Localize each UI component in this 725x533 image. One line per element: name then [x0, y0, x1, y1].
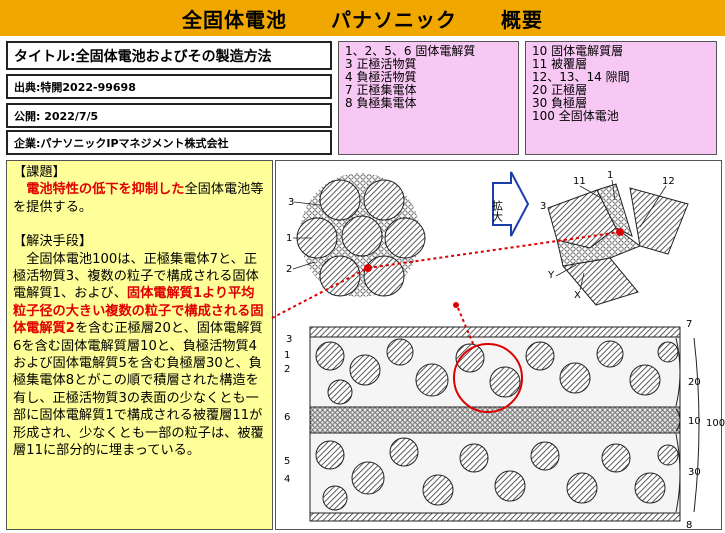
legend-item: 30 負極層 [532, 96, 588, 110]
expand-arrow: 拡大 [491, 171, 530, 237]
svg-text:拡大: 拡大 [491, 199, 504, 222]
solution-text-2: を含む正極層20と、固体電解質6を含む固体電解質層10と、負極活物質4および固体… [13, 321, 264, 459]
svg-text:2: 2 [284, 364, 290, 375]
svg-text:5: 5 [284, 456, 290, 467]
problem-text: 全固体電池等を提供する。 [13, 182, 264, 215]
legend-item: 3 正極活物質 [345, 57, 417, 71]
svg-text:100: 100 [706, 418, 725, 429]
patent-title: タイトル:全固体電池およびその製造方法 [6, 41, 332, 70]
legend-item: 8 負極集電体 [345, 96, 417, 110]
problem-body: 電池特性の低下を抑制した全固体電池等を提供する。 [13, 181, 266, 216]
highlight-circle [453, 343, 523, 413]
legend-item: 1、2、5、6 固体電解質 [345, 44, 476, 58]
svg-text:3: 3 [540, 201, 546, 212]
svg-text:30: 30 [688, 467, 701, 478]
title-company: パナソニック [331, 7, 457, 32]
svg-text:1: 1 [284, 350, 290, 361]
company-name: 企業:パナソニックIPマネジメント株式会社 [6, 130, 332, 155]
solution-text-1: 全固体電池100は、正極集電体7と、正極活物質3、複数の粒子で構成される固体電解… [13, 251, 259, 302]
solution-body: 全固体電池100は、正極集電体7と、正極活物質3、複数の粒子で構成される固体電解… [13, 251, 266, 460]
legend-item: 12、13、14 隙間 [532, 70, 630, 84]
svg-text:12: 12 [662, 176, 675, 187]
svg-text:20: 20 [688, 377, 701, 388]
legend-item: 7 正極集電体 [345, 83, 417, 97]
connector-arrows [271, 231, 621, 347]
svg-text:8: 8 [686, 520, 692, 531]
svg-text:1: 1 [607, 170, 613, 181]
particle-cluster-figure: 3 1 2 [286, 173, 426, 297]
legend-item: 20 正極層 [532, 83, 588, 97]
svg-text:6: 6 [284, 412, 290, 423]
problem-heading: 【課題】 [13, 165, 66, 180]
problem-highlight: 電池特性の低下を抑制した [26, 182, 185, 198]
cross-section-figure: 3 1 2 6 5 4 7 20 10 100 30 8 [284, 319, 725, 531]
title-suffix: 概要 [501, 7, 543, 32]
svg-text:X: X [574, 290, 581, 301]
legend-item: 11 被覆層 [532, 57, 588, 71]
svg-text:10: 10 [688, 416, 701, 427]
svg-text:3: 3 [286, 334, 292, 345]
svg-text:7: 7 [686, 319, 692, 330]
svg-text:Y: Y [547, 270, 555, 281]
publication-date: 公開: 2022/7/5 [6, 103, 332, 128]
fig-label: 2 [286, 264, 292, 275]
fig-label: 1 [286, 233, 292, 244]
solution-heading: 【解決手段】 [13, 234, 93, 250]
fig-label: 3 [288, 197, 294, 208]
solution-highlight: 固体電解質1より平均粒子径の大きい複数の粒子で構成される固体電解質2 [13, 286, 264, 337]
legend-item: 10 固体電解質層 [532, 44, 624, 58]
svg-text:4: 4 [284, 474, 290, 485]
title-main: 全固体電池 [182, 7, 287, 32]
patent-source: 出典:特開2022-99698 [6, 74, 332, 99]
summary-text-panel: 【課題】 電池特性の低下を抑制した全固体電池等を提供する。 【解決手段】 全固体… [6, 160, 273, 530]
enlarged-figure: 11 1 12 3 Y X [540, 170, 689, 306]
legend-item: 100 全固体電池 [532, 109, 619, 123]
legend-item: 4 負極活物質 [345, 70, 417, 84]
page-title: 全固体電池 パナソニック 概要 [0, 0, 725, 36]
reference-legend-right: 10 固体電解質層 11 被覆層 12、13、14 隙間 20 正極層 30 負… [525, 41, 717, 155]
connector-dots [364, 228, 624, 308]
reference-legend-left: 1、2、5、6 固体電解質 3 正極活物質 4 負極活物質 7 正極集電体 8 … [338, 41, 519, 155]
svg-text:11: 11 [573, 176, 586, 187]
